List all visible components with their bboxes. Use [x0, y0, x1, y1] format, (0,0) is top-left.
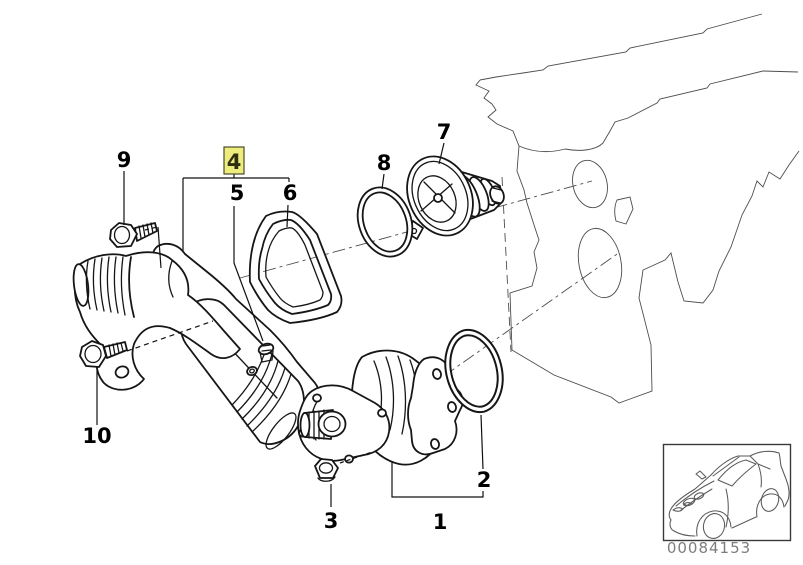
nut — [314, 458, 339, 482]
callout-labels: 4 1 2 3 5 6 7 8 9 10 — [82, 120, 491, 534]
leader-2 — [480, 414, 484, 470]
bolt-10 — [79, 340, 128, 368]
leader-5 — [233, 206, 264, 342]
water-pump — [297, 349, 464, 466]
gasket-inner-contour — [265, 227, 324, 308]
callout-2[interactable]: 2 — [477, 468, 492, 492]
hose-neck-ribs — [85, 256, 126, 316]
pump-flange-hole-1 — [432, 368, 442, 380]
engine-block-top-ridge — [479, 13, 763, 81]
pump-hub — [317, 410, 347, 438]
leader-6 — [286, 204, 289, 228]
gasket-band — [248, 210, 343, 324]
pump-shaft-end — [299, 412, 311, 438]
leader-10-dashed — [126, 320, 214, 352]
callout-1[interactable]: 1 — [433, 510, 448, 534]
callout-8[interactable]: 8 — [377, 151, 392, 175]
leader-3-dashed — [339, 451, 373, 464]
leader-9-to-hole — [157, 226, 162, 269]
o-ring — [444, 328, 504, 414]
thermostat-knob-ticks — [491, 187, 502, 204]
seal-ring-small — [246, 365, 258, 377]
thermostat-center-pin — [433, 193, 443, 203]
part-number-text: 00084153 — [667, 539, 751, 557]
thermostat-flange-rim — [411, 160, 469, 232]
leader-9-dashed — [144, 226, 158, 231]
callout-10[interactable]: 10 — [82, 424, 111, 448]
thermostat-inner-ring — [417, 175, 457, 223]
callout-3[interactable]: 3 — [324, 509, 339, 533]
housing-body-contour — [168, 260, 174, 298]
nut-face — [318, 462, 334, 474]
leader-8 — [381, 173, 385, 190]
callout-6[interactable]: 6 — [283, 181, 298, 205]
callout-4-highlight[interactable] — [223, 146, 245, 175]
engine-block — [475, 13, 800, 404]
nut-collar — [317, 476, 336, 482]
engine-block-lower-band — [564, 70, 799, 151]
bolt-10-head-face — [84, 344, 102, 364]
part-number-box: 00084153 — [662, 443, 792, 557]
vent-screw — [257, 342, 275, 363]
bracket-1 — [391, 462, 484, 498]
callout-5[interactable]: 5 — [230, 181, 245, 205]
bolt-9-threads — [138, 222, 154, 239]
engine-block-datum-line — [501, 176, 512, 353]
leader-7 — [438, 142, 445, 165]
bolt-9-head-face — [113, 225, 131, 245]
callout-7[interactable]: 7 — [437, 120, 452, 144]
pump-plate-hole-1 — [312, 393, 322, 403]
bolt-9-shaft — [134, 222, 158, 242]
assembly-axis-lines — [239, 180, 621, 391]
pump-hub-bore — [323, 415, 341, 433]
hose-neck-collar — [128, 256, 135, 318]
thermostat — [406, 155, 505, 240]
nut-hex — [314, 458, 339, 479]
bolt-9 — [109, 222, 158, 248]
hose-neck-end-face — [72, 263, 90, 307]
profile-gasket — [248, 210, 343, 324]
callout-4[interactable]: 4 — [227, 150, 242, 174]
engine-block-lower-bore — [577, 227, 623, 299]
bolt-10-head — [79, 340, 107, 368]
engine-block-outline — [475, 79, 800, 404]
water-pump-axis-line — [423, 251, 621, 391]
pump-plate-hole-3 — [344, 454, 354, 464]
thermostat-axis-line — [239, 180, 593, 279]
bolt-10-threads — [108, 342, 124, 357]
pump-plate-hole-4 — [377, 408, 387, 418]
engine-block-port-hole — [614, 196, 634, 225]
car-icon — [668, 450, 790, 539]
bracket-4 — [182, 174, 290, 251]
housing-foot-hole — [114, 365, 130, 379]
engine-block-face-line — [518, 145, 566, 153]
sealing-ring — [356, 186, 414, 258]
pump-flange-hole-2 — [447, 401, 457, 413]
leader-lines — [96, 142, 484, 507]
pump-flange-hole-3 — [430, 438, 440, 450]
callout-9[interactable]: 9 — [117, 148, 132, 172]
engine-block-upper-bore — [572, 159, 608, 209]
housing-tube-mouth — [265, 412, 297, 450]
